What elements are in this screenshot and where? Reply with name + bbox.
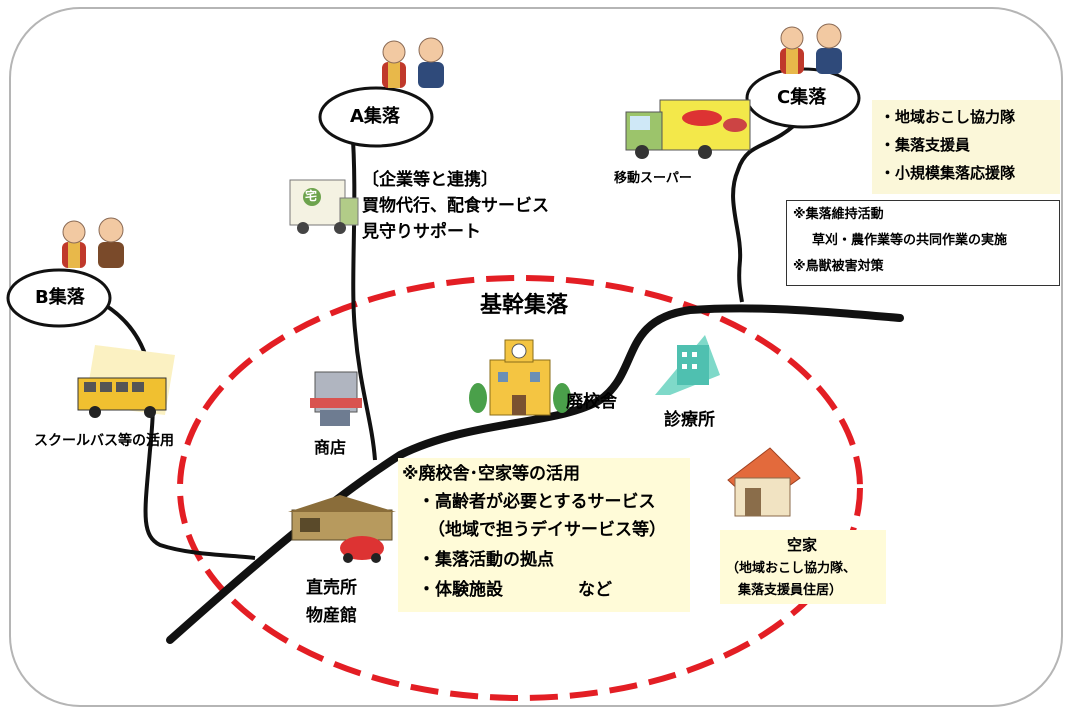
c-support-item-2: ・集落支援員 — [880, 136, 971, 154]
village-c-label: C集落 — [777, 87, 827, 108]
village-a-label: A集落 — [350, 106, 400, 127]
shop-icon — [310, 371, 362, 426]
usage-item-3: ・集落活動の拠点 — [418, 550, 554, 570]
hub-title: 基幹集落 — [480, 293, 569, 318]
vacant-house-icon — [727, 447, 801, 517]
outer-frame — [9, 7, 1063, 707]
vacant-house-box — [720, 530, 886, 604]
elderly-couple-icon-b — [62, 217, 124, 268]
road-to-b — [103, 303, 256, 560]
usage-item-4-suffix: など — [578, 580, 612, 600]
vacant-note-1: （地域おこし協力隊、 — [726, 561, 857, 576]
delivery-mark: 宅 — [305, 189, 318, 203]
partnership-heading: 〔企業等と連携〕 — [362, 170, 498, 190]
vacant-label: 空家 — [787, 536, 818, 554]
direct-sales-label-2: 物産館 — [306, 606, 357, 626]
c-support-item-3: ・小規模集落応援隊 — [880, 164, 1016, 182]
school-building-icon — [469, 339, 571, 416]
delivery-truck-icon — [289, 179, 359, 234]
partnership-line-1: 買物代行、配食サービス — [362, 196, 549, 216]
village-b-label: B集落 — [35, 287, 85, 308]
clinic-icon — [655, 335, 720, 395]
direct-sales-store-icon — [288, 495, 396, 563]
mobile-supermarket-truck-icon — [625, 99, 751, 159]
usage-box — [398, 458, 690, 612]
activities-line-2: 草刈・農作業等の共同作業の実施 — [812, 233, 1008, 248]
clinic-label: 診療所 — [664, 410, 715, 430]
usage-item-1: ・高齢者が必要とするサービス — [418, 492, 656, 512]
core-village-boundary — [177, 275, 863, 701]
activities-line-3: ※鳥獣被害対策 — [793, 259, 884, 274]
direct-sales-label-1: 直売所 — [306, 578, 357, 598]
school-bus-icon — [77, 345, 175, 418]
elderly-couple-icon-c — [780, 23, 842, 74]
mobile-super-label: 移動スーパー — [614, 171, 692, 186]
road-to-a — [350, 124, 377, 461]
elderly-couple-icon-a — [382, 37, 444, 88]
activities-line-1: ※集落維持活動 — [793, 207, 884, 222]
usage-heading: ※廃校舎･空家等の活用 — [402, 464, 581, 484]
road-to-c — [731, 118, 802, 303]
c-support-item-1: ・地域おこし協力隊 — [880, 108, 1016, 126]
school-label: 廃校舎 — [566, 392, 617, 412]
usage-item-2: （地域で担うデイサービス等） — [428, 520, 666, 540]
vacant-note-2: 集落支援員住居） — [738, 583, 843, 598]
school-bus-label: スクールバス等の活用 — [34, 433, 174, 449]
village-b-shape — [6, 268, 112, 328]
activities-box — [786, 200, 1060, 286]
partnership-line-2: 見守りサポート — [362, 222, 481, 242]
village-a-shape — [318, 86, 434, 148]
shop-label: 商店 — [314, 438, 347, 457]
usage-item-4: ・体験施設 — [418, 580, 503, 600]
c-support-box — [872, 100, 1060, 194]
